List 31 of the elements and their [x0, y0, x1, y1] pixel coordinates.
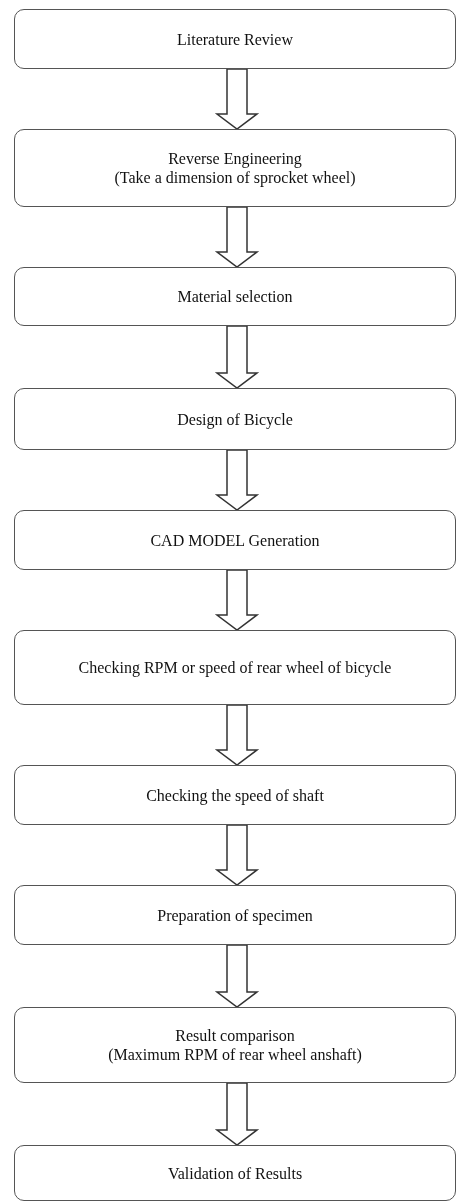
step-text: Validation of Results	[167, 1163, 303, 1183]
step-text: Reverse Engineering	[168, 149, 302, 168]
step-text: Result comparison	[175, 1026, 295, 1045]
process-box	[14, 129, 456, 207]
block-arrow	[214, 704, 260, 766]
block-arrow	[214, 449, 260, 511]
process-box	[14, 630, 456, 705]
block-arrow	[214, 325, 260, 389]
step-text: CAD MODEL Generation	[150, 530, 320, 550]
block-arrow	[214, 944, 260, 1008]
process-box	[14, 267, 456, 326]
step-text: (Maximum RPM of rear wheel anshaft)	[108, 1045, 362, 1064]
step-text: (Take a dimension of sprocket wheel)	[114, 168, 356, 187]
step-text: Checking the speed of shaft	[146, 785, 324, 805]
process-box	[14, 9, 456, 69]
step-text: Checking RPM or speed of rear wheel of bicycle	[78, 658, 392, 677]
block-arrow	[214, 206, 260, 268]
step-text: Design of Bicycle	[177, 409, 293, 429]
block-arrow	[214, 68, 260, 130]
process-box	[14, 885, 456, 945]
process-box	[14, 388, 456, 450]
step-text: Literature Review	[177, 29, 293, 49]
block-arrow	[214, 569, 260, 631]
step-text: Material selection	[177, 287, 293, 306]
process-box	[14, 1145, 456, 1201]
step-text: Preparation of specimen	[157, 905, 313, 925]
process-box	[14, 510, 456, 570]
process-box	[14, 1007, 456, 1083]
block-arrow	[214, 1082, 260, 1146]
process-box	[14, 765, 456, 825]
block-arrow	[214, 824, 260, 886]
